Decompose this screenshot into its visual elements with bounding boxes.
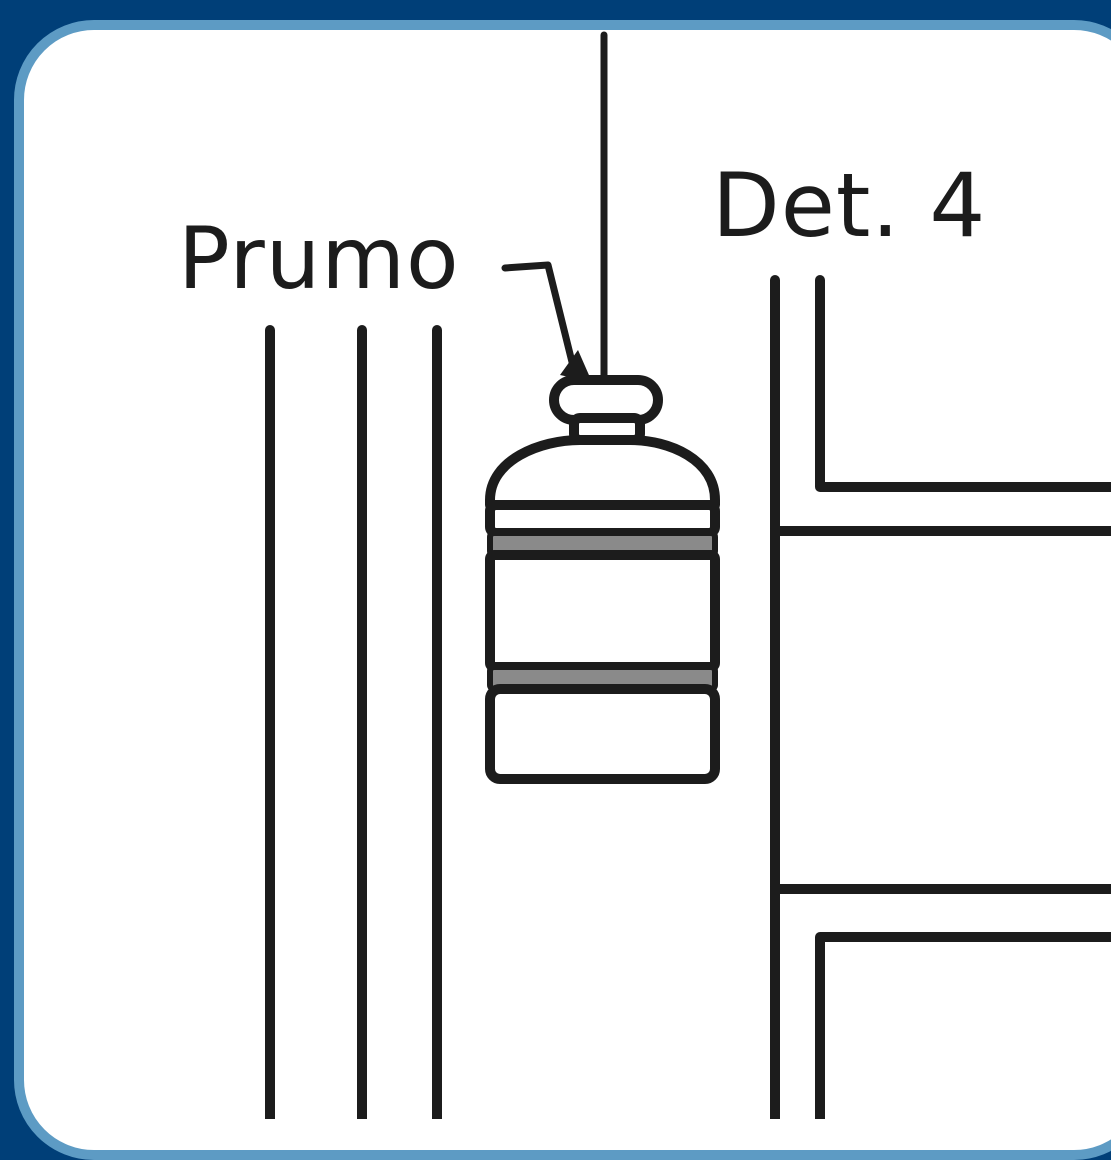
frame-upper-panel [815,275,1111,492]
diagram-frame: Prumo Det. 4 [14,20,1111,1160]
plumb-label: Prumo [178,209,460,309]
leader-line [501,261,576,366]
detail-label: Det. 4 [712,154,987,257]
frame-lower-panel [815,932,1111,1119]
technical-drawing [265,31,1111,1119]
plumb-bob-icon [485,375,720,784]
leader-arrowhead [560,350,592,382]
